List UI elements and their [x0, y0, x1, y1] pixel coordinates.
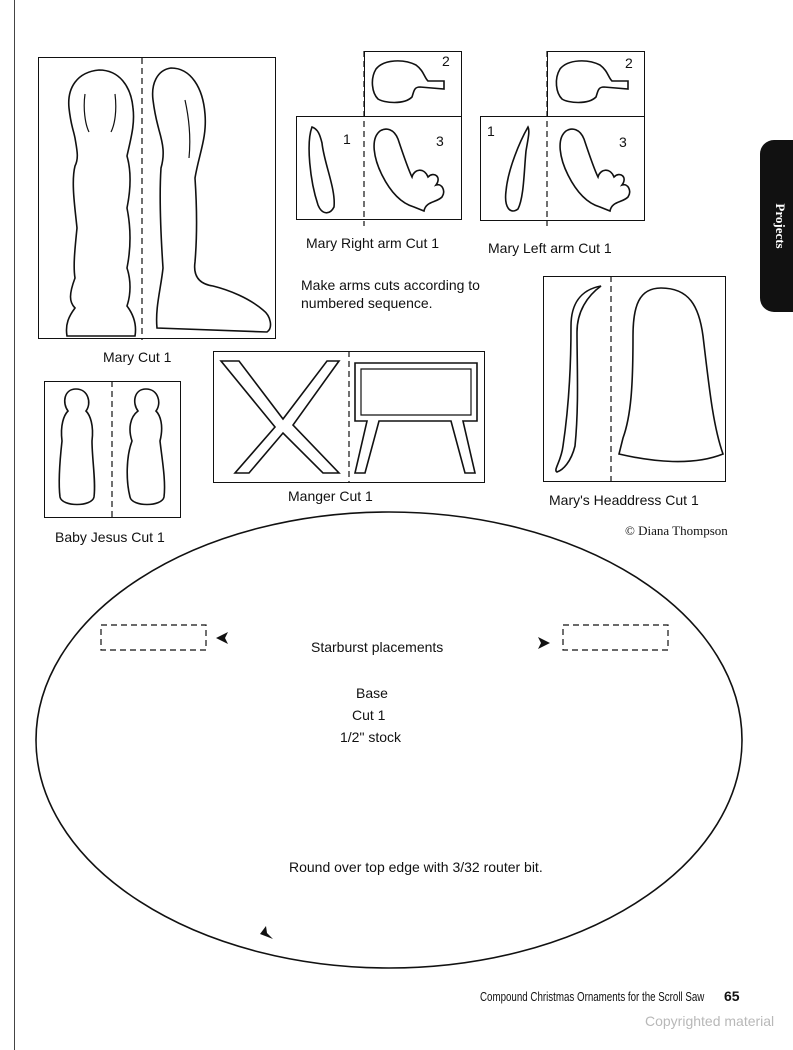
base-router-note: Round over top edge with 3/32 router bit…	[289, 859, 543, 875]
book-title: Compound Christmas Ornaments for the Scr…	[480, 990, 705, 1004]
mary-outline-drawing	[65, 58, 272, 340]
right-arm-num-2: 2	[442, 53, 450, 69]
right-arm-drawing	[308, 51, 445, 226]
right-arm-num-1: 1	[343, 131, 351, 147]
headdress-pattern	[543, 276, 726, 482]
projects-side-tab: Projects	[760, 140, 793, 312]
right-arm-label: Mary Right arm Cut 1	[306, 235, 440, 251]
copyright-watermark: Copyrighted material	[645, 1013, 775, 1029]
arms-note-line-1: Make arms cuts according to	[301, 277, 480, 293]
page-left-rule	[14, 0, 15, 1050]
left-arm-num-3: 3	[619, 134, 627, 150]
manger-drawing	[219, 351, 478, 483]
left-arm-label: Mary Left arm Cut 1	[488, 240, 612, 256]
headdress-label: Mary's Headdress Cut 1	[549, 492, 699, 508]
manger-label: Manger Cut 1	[288, 488, 373, 504]
mary-pattern	[38, 57, 276, 340]
left-arm-num-1: 1	[487, 123, 495, 139]
base-cut: Cut 1	[352, 707, 386, 723]
arms-note-line-2: numbered sequence.	[301, 295, 433, 311]
baby-jesus-label: Baby Jesus Cut 1	[55, 529, 165, 545]
starburst-placements-label: Starburst placements	[311, 639, 444, 655]
base-title: Base	[356, 685, 388, 701]
left-arm-drawing	[504, 51, 631, 226]
mary-label: Mary Cut 1	[103, 349, 172, 365]
right-arm-num-3: 3	[436, 133, 444, 149]
headdress-drawing	[555, 276, 725, 482]
right-arm-pattern	[296, 116, 462, 220]
designer-credit: © Diana Thompson	[625, 523, 728, 538]
left-arm-pattern	[480, 116, 645, 221]
base-pattern	[35, 511, 743, 969]
base-stock: 1/2" stock	[340, 729, 401, 745]
page-number: 65	[724, 988, 740, 1004]
side-tab-label: Projects	[773, 203, 788, 249]
baby-jesus-drawing	[58, 381, 166, 518]
left-arm-num-2: 2	[625, 55, 633, 71]
